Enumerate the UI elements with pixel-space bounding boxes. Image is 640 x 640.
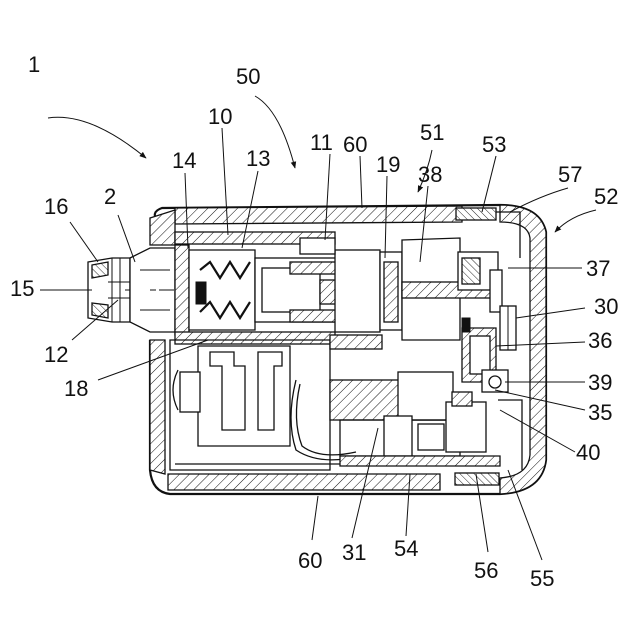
label-15: 15 [10, 276, 34, 301]
label-53: 53 [482, 132, 506, 157]
label-10: 10 [208, 104, 232, 129]
label-54: 54 [394, 536, 418, 561]
label-37: 37 [586, 256, 610, 281]
label-56: 56 [474, 558, 498, 583]
label-39: 39 [588, 370, 612, 395]
label-18: 18 [64, 376, 88, 401]
label-2: 2 [104, 184, 116, 209]
label-40: 40 [576, 440, 600, 465]
label-60-bottom: 60 [298, 548, 322, 573]
label-12: 12 [44, 342, 68, 367]
label-30: 30 [594, 294, 618, 319]
label-38: 38 [418, 162, 442, 187]
label-13: 13 [246, 146, 270, 171]
label-55: 55 [530, 566, 554, 591]
label-52: 52 [594, 184, 618, 209]
label-31: 31 [342, 540, 366, 565]
label-19: 19 [376, 152, 400, 177]
label-36: 36 [588, 328, 612, 353]
label-51: 51 [420, 120, 444, 145]
label-35: 35 [588, 400, 612, 425]
label-57: 57 [558, 162, 582, 187]
label-11: 11 [310, 130, 333, 155]
internal-mechanism [402, 238, 516, 392]
lower-components [170, 335, 500, 470]
label-50: 50 [236, 64, 260, 89]
label-60-top: 60 [343, 132, 367, 157]
label-14: 14 [172, 148, 196, 173]
inlet-fitting [88, 245, 255, 335]
label-1: 1 [28, 52, 40, 77]
label-16: 16 [44, 194, 68, 219]
